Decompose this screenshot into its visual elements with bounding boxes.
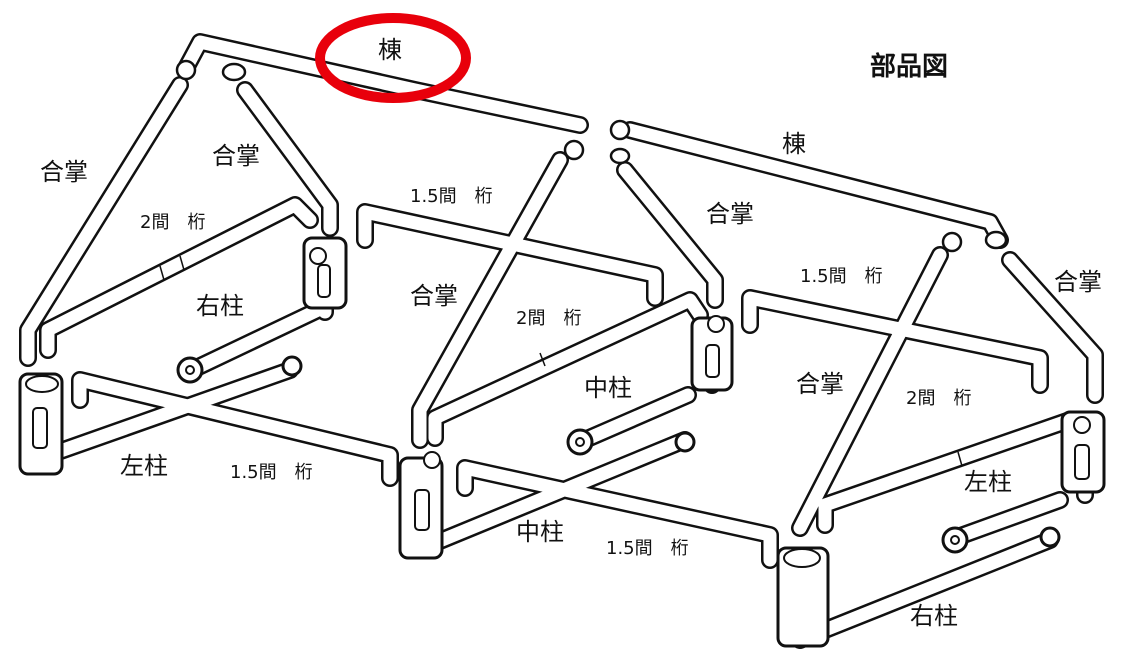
ridge-joint-left: [175, 59, 247, 82]
highlight-circle: [315, 13, 471, 103]
post-fitting-center-front: [398, 451, 444, 560]
label-gassho: 合掌: [1054, 268, 1102, 296]
ridge-joint-center: [563, 119, 631, 165]
label-1-5ken-girder: 1.5間 桁: [606, 538, 689, 559]
label-right-post: 右柱: [196, 292, 244, 320]
label-gassho: 合掌: [706, 200, 754, 228]
label-gassho: 合掌: [40, 158, 88, 186]
label-left-post: 左柱: [964, 468, 1012, 496]
post-fitting-left-back: [1060, 410, 1106, 494]
diagram-title: 部品図: [870, 52, 949, 82]
label-center-post: 中柱: [516, 518, 564, 546]
post-fitting-center-back: [690, 315, 734, 392]
label-2ken-girder: 2間 桁: [140, 212, 206, 233]
ridge-joint-right: [941, 230, 1008, 253]
label-gassho: 合掌: [796, 370, 844, 398]
label-left-post: 左柱: [120, 452, 168, 480]
girder-joints: [159, 255, 963, 467]
label-1-5ken-girder: 1.5間 桁: [410, 186, 493, 207]
brace-washers: [176, 355, 1061, 554]
label-center-post: 中柱: [584, 374, 632, 402]
label-2ken-girder: 2間 桁: [906, 388, 972, 409]
post-fitting-right-back: [302, 236, 348, 310]
label-1-5ken-girder: 1.5間 桁: [800, 266, 883, 287]
label-1-5ken-girder: 1.5間 桁: [230, 462, 313, 483]
label-2ken-girder: 2間 桁: [516, 308, 582, 329]
label-right-post: 右柱: [910, 602, 958, 630]
label-ridge: 棟: [782, 130, 806, 158]
label-ridge-highlighted: 棟: [378, 36, 402, 64]
post-fitting-left-front: [18, 372, 64, 476]
post-fitting-right-front: [776, 546, 830, 648]
label-gassho: 合掌: [410, 282, 458, 310]
label-gassho: 合掌: [212, 142, 260, 170]
